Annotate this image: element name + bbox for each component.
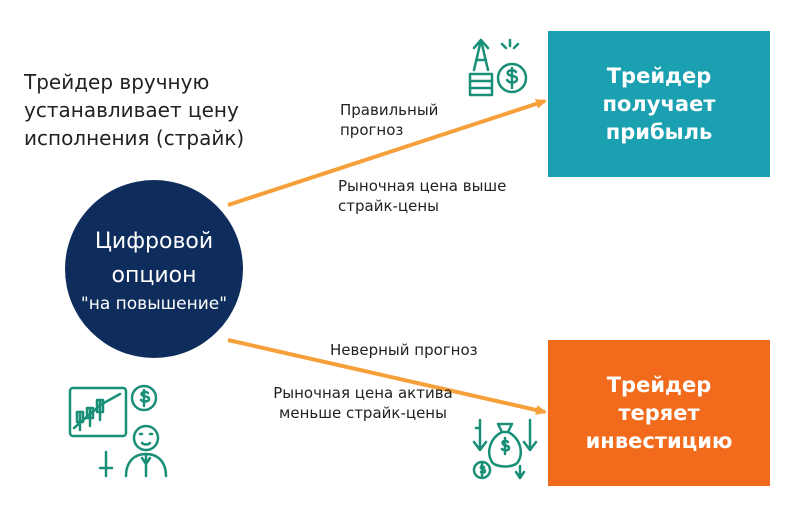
- node-line-2: опцион: [111, 263, 197, 288]
- money-growth-icon: [468, 38, 528, 97]
- arrow-to-loss: [227, 338, 547, 415]
- profit-outcome-label: Трейдер получает прибыль: [602, 64, 716, 144]
- profit-outcome-box: Трейдер получает прибыль: [548, 31, 770, 177]
- loss-outcome-label: Трейдер теряет инвестицию: [585, 373, 733, 453]
- price-below-strike-label: Рыночная цена активa меньше страйк-цены: [273, 384, 453, 422]
- trader-chart-icon: [68, 384, 168, 478]
- digital-option-node: Цифровой опцион "на повышение": [65, 180, 243, 358]
- loss-outcome-box: Трейдер теряет инвестицию: [548, 340, 770, 486]
- wrong-forecast-label: Неверный прогноз: [330, 341, 478, 359]
- node-line-1: Цифровой: [94, 229, 214, 254]
- arrow-to-profit: [227, 99, 547, 207]
- intro-text: Трейдер вручную устанавливает цену испол…: [24, 70, 245, 150]
- correct-forecast-label: Правильный прогноз: [340, 101, 439, 139]
- price-above-strike-label: Рыночная цена выше страйк-цены: [338, 177, 507, 215]
- money-loss-icon: [472, 418, 538, 480]
- node-line-3: "на повышение": [80, 294, 228, 314]
